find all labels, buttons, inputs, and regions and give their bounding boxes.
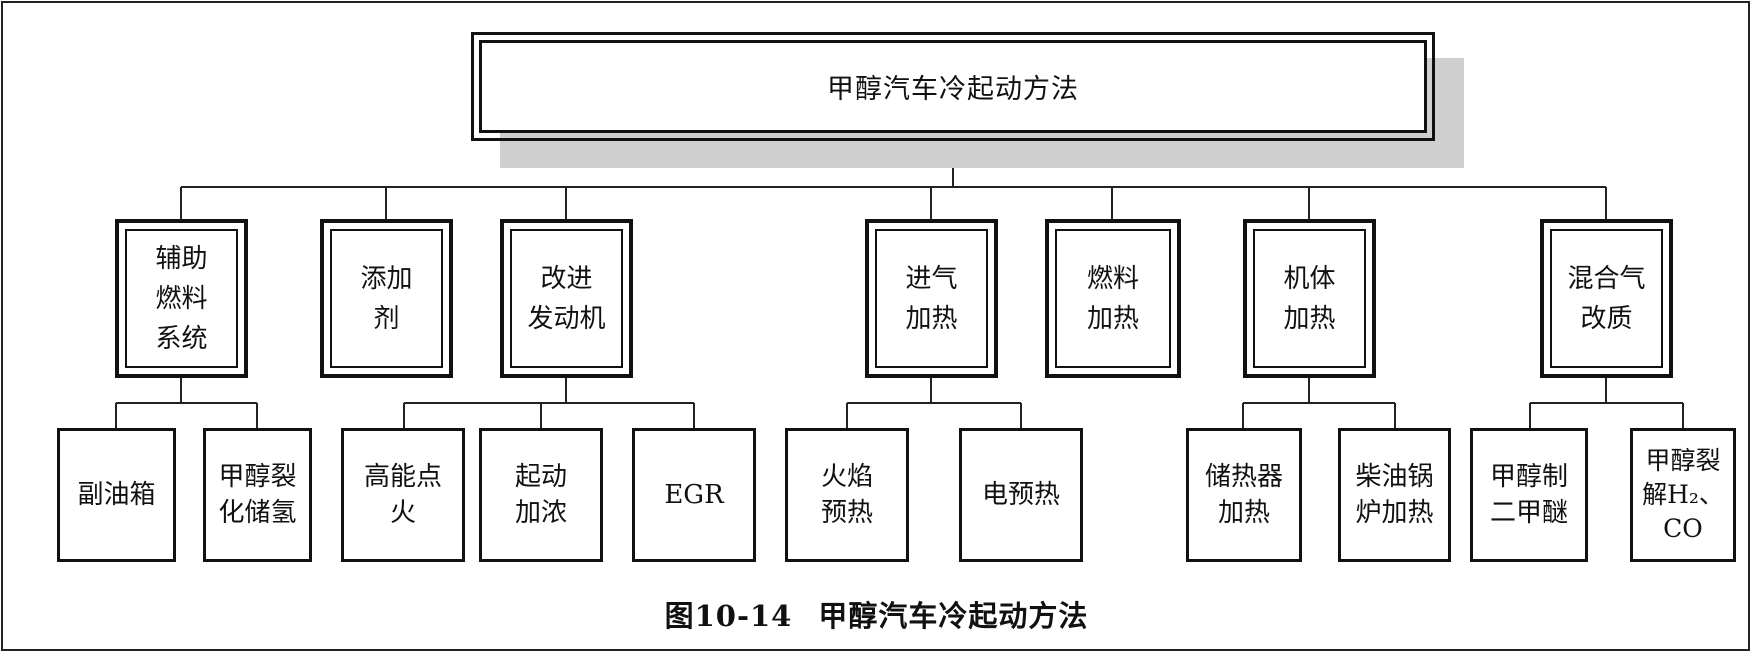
leaf-label-line: 加热 [1217,498,1270,528]
category-label-line: 系统 [155,323,208,354]
figure-caption: 图10-14 甲醇汽车冷起动方法 [0,593,1753,635]
category-node-2: 添加 剂 [320,219,453,378]
leaf-label-line: 副油箱 [77,480,156,510]
category-node-1: 辅助 燃料 系统 [115,219,248,378]
category-label-line: 燃料 [1086,263,1139,294]
leaf-label-line: 火 [389,498,416,528]
leaf-label-line: 化储氢 [218,498,297,528]
leaf-label-line: 高能点 [363,462,442,492]
leaf-label-line: 起动 [514,462,567,492]
category-label-line: 改进 [540,263,593,294]
leaf-node-5: EGR [632,428,756,562]
category-label-line: 燃料 [155,283,208,314]
leaf-node-1: 副油箱 [57,428,176,562]
category-node-4: 进气 加热 [865,219,998,378]
leaf-label-line: 加浓 [514,498,567,528]
category-node-7: 混合气 改质 [1540,219,1673,378]
category-label-line: 添加 [360,263,413,294]
leaf-label-line: 二甲醚 [1489,498,1568,528]
leaf-label-line: 火焰 [820,462,873,492]
category-label-line: 辅助 [155,243,208,274]
leaf-label-line: 解H₂、 [1642,480,1724,509]
leaf-label-line: 储热器 [1204,462,1283,492]
leaf-label-line: CO [1663,514,1703,543]
leaf-label-line: EGR [664,480,724,510]
category-label-line: 加热 [1086,303,1139,334]
leaf-label-line: 甲醇裂 [1645,446,1721,475]
leaf-node-8: 储热器 加热 [1186,428,1302,562]
category-node-6: 机体 加热 [1243,219,1376,378]
leaf-label-line: 柴油锅 [1355,462,1434,492]
category-label-line: 混合气 [1567,263,1646,294]
category-label-line: 剂 [373,303,400,334]
leaf-label-line: 甲醇裂 [218,462,297,492]
leaf-node-7: 电预热 [959,428,1083,562]
leaf-node-11: 甲醇裂 解H₂、 CO [1630,428,1736,562]
leaf-node-4: 起动 加浓 [479,428,603,562]
leaf-node-2: 甲醇裂 化储氢 [203,428,312,562]
category-label-line: 改质 [1580,303,1633,334]
leaf-label-line: 甲醇制 [1489,462,1568,492]
category-node-3: 改进 发动机 [500,219,633,378]
category-label-line: 进气 [905,263,958,294]
leaf-node-9: 柴油锅 炉加热 [1338,428,1451,562]
category-label-line: 发动机 [527,303,606,334]
leaf-node-10: 甲醇制 二甲醚 [1470,428,1588,562]
category-label-line: 机体 [1283,263,1336,294]
root-node: 甲醇汽车冷起动方法 [471,32,1435,141]
category-label-line: 加热 [905,303,958,334]
leaf-label-line: 预热 [820,498,873,528]
leaf-label-line: 电预热 [981,480,1060,510]
figure-number: 图10-14 [664,599,793,633]
leaf-label-line: 炉加热 [1355,498,1434,528]
leaf-node-6: 火焰 预热 [785,428,909,562]
leaf-node-3: 高能点 火 [341,428,465,562]
category-label-line: 加热 [1283,303,1336,334]
figure-title: 甲醇汽车冷起动方法 [818,599,1089,633]
category-node-5: 燃料 加热 [1045,219,1181,378]
root-label: 甲醇汽车冷起动方法 [827,74,1079,105]
